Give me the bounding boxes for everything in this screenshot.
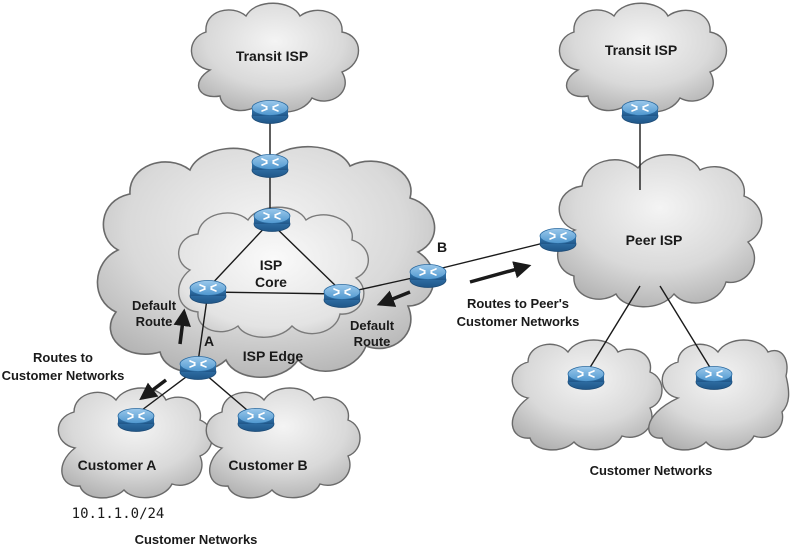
default-route-right-line1: Default: [350, 318, 395, 333]
router-icon-b[interactable]: [409, 263, 447, 289]
default-route-arrow-left: [173, 308, 191, 345]
router-a-label: A: [204, 333, 214, 349]
link-peer-to-customer-right: [659, 285, 715, 375]
isp-core-label-line1: ISP: [260, 257, 283, 273]
link-core-left: [207, 221, 271, 289]
routes-to-customers-line1: Routes to: [33, 350, 93, 365]
default-route-arrow-right: [376, 290, 411, 307]
subnet-label: 10.1.1.0/24: [72, 506, 165, 522]
transit-isp-right-cloud: [558, 2, 727, 113]
transit-isp-right-label: Transit ISP: [605, 42, 677, 58]
routes-to-customers-line2: Customer Networks: [2, 368, 125, 383]
link-b-to-peer: [425, 239, 557, 273]
customer-route-arrow: [139, 378, 168, 401]
peer-customer-cloud-left: [511, 339, 663, 451]
router-icon-customer-a[interactable]: [117, 407, 155, 433]
routes-to-peer-line1: Routes to Peer's: [467, 296, 569, 311]
route-arrows: [139, 261, 532, 401]
link-peer-to-customer-left: [585, 285, 641, 375]
router-b-label: B: [437, 239, 447, 255]
default-route-left-line2: Route: [136, 314, 173, 329]
isp-edge-label: ISP Edge: [243, 348, 304, 364]
transit-isp-left-cloud: [190, 2, 359, 113]
customer-b-label: Customer B: [228, 457, 307, 473]
router-icon-customer-b[interactable]: [237, 407, 275, 433]
router-icon-peer-customer-left[interactable]: [567, 365, 605, 391]
transit-isp-left-label: Transit ISP: [236, 48, 308, 64]
router-icon-core-left[interactable]: [189, 279, 227, 305]
isp-core-cloud: [177, 206, 370, 338]
peer-isp-cloud: [557, 154, 763, 308]
router-icon-isp-upstream[interactable]: [251, 153, 289, 179]
router-icon-core-top[interactable]: [253, 207, 291, 233]
customer-a-label: Customer A: [78, 457, 157, 473]
peer-isp-label: Peer ISP: [626, 232, 683, 248]
peer-customer-cloud-right: [648, 339, 790, 451]
customer-b-cloud: [205, 387, 361, 499]
link-core-bottom: [207, 291, 341, 295]
router-icon-transit-right[interactable]: [621, 99, 659, 125]
link-core-right: [269, 221, 341, 291]
default-route-right-line2: Route: [354, 334, 391, 349]
customer-a-cloud: [57, 387, 213, 499]
routes-to-peer-line2: Customer Networks: [457, 314, 580, 329]
router-icon-peer-customer-right[interactable]: [695, 365, 733, 391]
router-icon-a[interactable]: [179, 355, 217, 381]
peer-route-arrow: [469, 261, 532, 284]
router-icon-transit-left[interactable]: [251, 99, 289, 125]
customer-networks-left-label: Customer Networks: [135, 532, 258, 547]
customer-networks-right-label: Customer Networks: [590, 463, 713, 478]
isp-core-label-line2: Core: [255, 274, 287, 290]
default-route-left-line1: Default: [132, 298, 177, 313]
router-icon-peer-isp[interactable]: [539, 227, 577, 253]
router-icon-core-right[interactable]: [323, 283, 361, 309]
